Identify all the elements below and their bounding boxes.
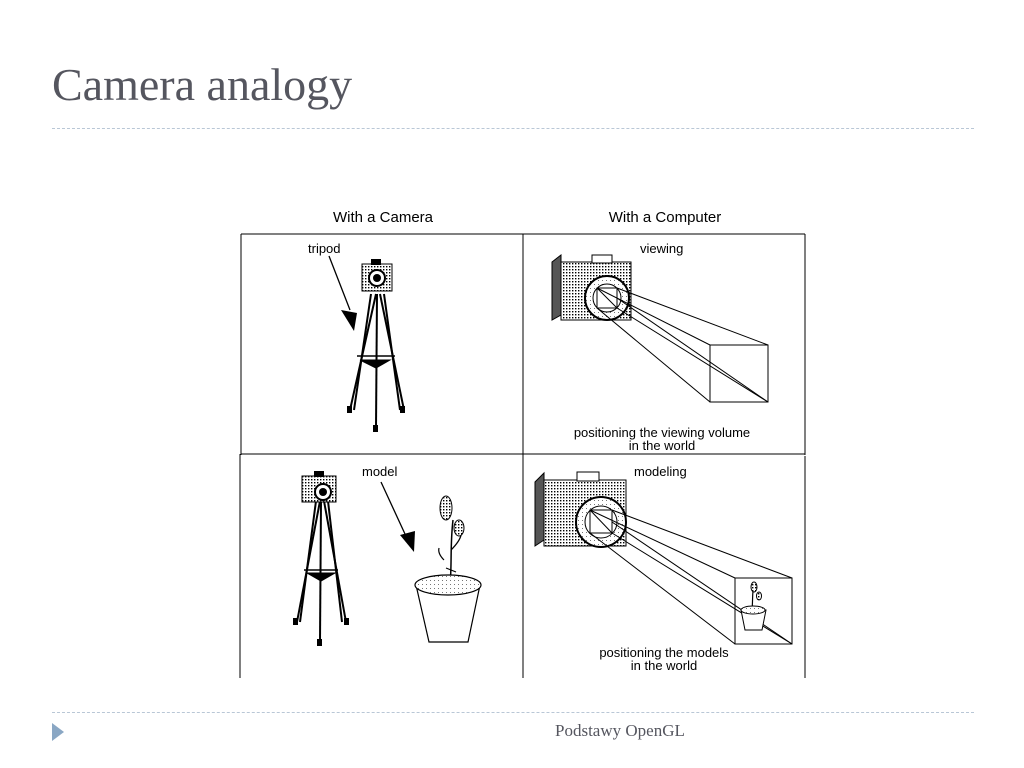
title-divider xyxy=(52,128,974,129)
modeling-label: modeling xyxy=(634,464,687,479)
camera-analogy-diagram: With a Camera With a Computer tripod vie… xyxy=(239,209,806,678)
panel-grid xyxy=(239,233,806,678)
tripod-label: tripod xyxy=(308,241,341,256)
camera-icon xyxy=(301,471,337,503)
modeling-caption-line1: positioning the models xyxy=(599,645,729,660)
model-label: model xyxy=(362,464,398,479)
arrow-icon xyxy=(380,481,415,552)
modeling-caption-line2: in the world xyxy=(631,658,697,673)
slide-title: Camera analogy xyxy=(52,59,353,110)
tripod-icon xyxy=(293,500,349,646)
viewing-label: viewing xyxy=(640,241,683,256)
flower-pot-icon xyxy=(740,581,767,631)
heading-with-camera: With a Camera xyxy=(333,209,434,226)
viewing-caption-line1: positioning the viewing volume xyxy=(574,425,750,440)
arrow-icon xyxy=(328,255,357,331)
viewing-caption-line2: in the world xyxy=(629,438,695,453)
viewing-volume-icon xyxy=(596,287,769,403)
triangle-bullet-icon xyxy=(52,723,64,741)
tripod-icon xyxy=(347,293,405,432)
footer-text: Podstawy OpenGL xyxy=(555,721,685,740)
camera-icon xyxy=(551,253,632,321)
heading-with-computer: With a Computer xyxy=(609,209,722,226)
camera-icon xyxy=(361,259,393,292)
flower-pot-icon xyxy=(414,495,482,643)
camera-analogy-figure: With a Camera With a Computer tripod vie… xyxy=(230,200,820,685)
footer-divider xyxy=(52,712,974,713)
